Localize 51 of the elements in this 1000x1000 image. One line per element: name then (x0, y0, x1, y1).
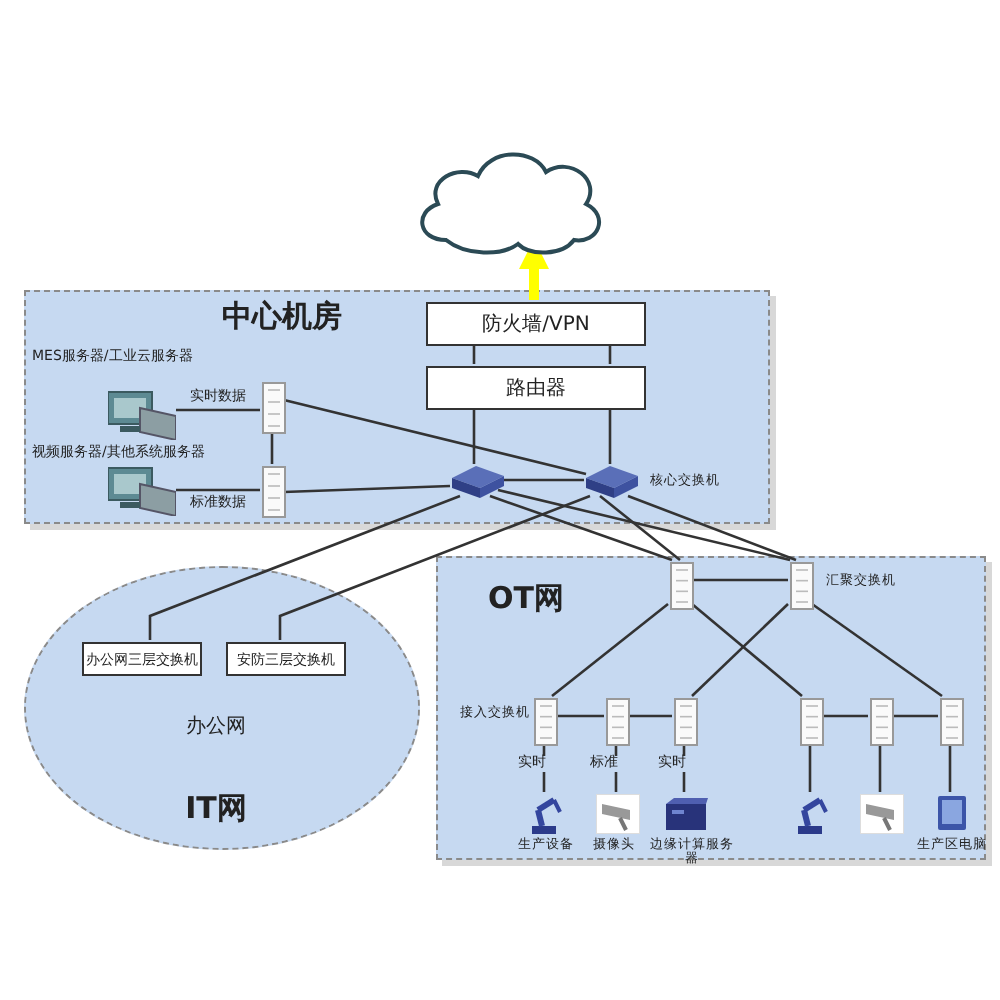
panel-title: OT网 (486, 582, 566, 615)
network-link (542, 744, 546, 792)
switch-icon (606, 698, 630, 746)
network-link (627, 494, 797, 562)
switch-icon (674, 698, 698, 746)
switch-icon (870, 698, 894, 746)
network-label: 办公网 (184, 716, 248, 738)
network-link (472, 344, 476, 364)
switch-icon (262, 466, 286, 518)
camera-icon (860, 794, 904, 834)
panel-title: 中心机房 (220, 300, 344, 333)
room-panel (436, 556, 986, 860)
core-switch-icon (586, 466, 638, 498)
switch-icon (800, 698, 824, 746)
camera-icon (596, 794, 640, 834)
network-link (599, 495, 681, 561)
network-link (283, 398, 587, 476)
network-link (948, 744, 952, 792)
network-link (176, 408, 260, 412)
network-link (278, 494, 591, 640)
switch-icon (262, 382, 286, 434)
network-link (811, 602, 943, 698)
network-link (878, 744, 882, 792)
switch-icon (940, 698, 964, 746)
network-link (176, 488, 260, 492)
switch-icon (790, 562, 814, 610)
network-link (682, 744, 686, 792)
device-box: 路由器 (426, 366, 646, 410)
network-link (551, 603, 669, 697)
network-link (608, 408, 612, 464)
network-link (892, 714, 938, 718)
switch-icon (534, 698, 558, 746)
room-panel (24, 290, 770, 524)
network-link (489, 494, 673, 562)
network-link (283, 484, 451, 494)
network-link (502, 478, 584, 482)
network-link (148, 494, 461, 640)
network-link (270, 432, 274, 464)
network-link (692, 578, 788, 582)
device-box: 防火墙/VPN (426, 302, 646, 346)
network-link (628, 714, 672, 718)
network-link (472, 408, 476, 464)
network-link (822, 714, 868, 718)
panel-title: IT网 (183, 792, 249, 825)
network-link (608, 344, 612, 364)
network-link (556, 714, 604, 718)
network-link (808, 744, 812, 792)
network-link (497, 488, 791, 562)
core-switch-icon (452, 466, 504, 498)
switch-icon (670, 562, 694, 610)
server-icon (664, 794, 708, 834)
